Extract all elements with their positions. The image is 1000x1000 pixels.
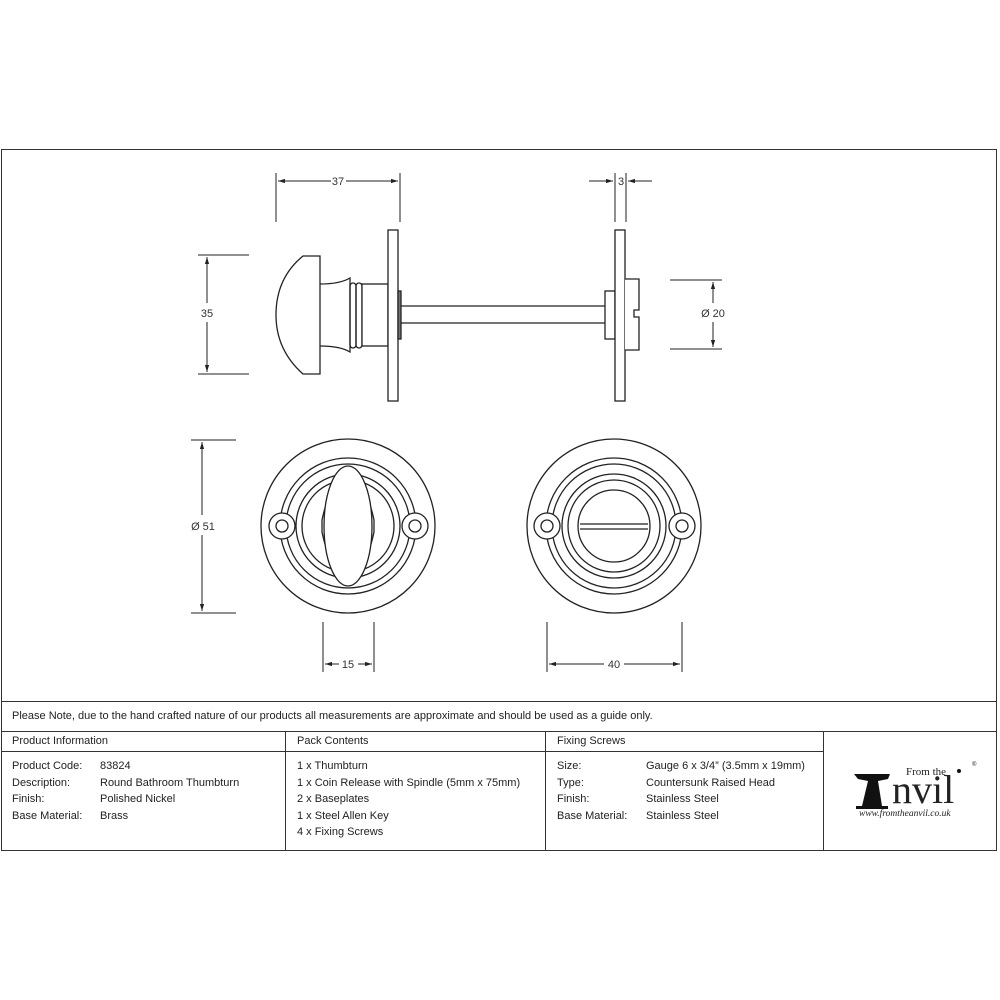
spec-row: Finish: Polished Nickel bbox=[12, 791, 285, 808]
pack-item: 1 x Thumbturn bbox=[297, 760, 368, 772]
front-view-thumbturn: Ø 51 15 bbox=[191, 438, 436, 672]
spec-value: Stainless Steel bbox=[646, 809, 719, 822]
spec-value: Gauge 6 x 3/4” (3.5mm x 19mm) bbox=[646, 760, 805, 772]
spec-value: Countersunk Raised Head bbox=[646, 776, 776, 789]
pack-item: 1 x Coin Release with Spindle (5mm x 75m… bbox=[297, 776, 521, 789]
front-view-coin-release: 40 bbox=[526, 438, 702, 672]
spec-table: Product Information Product Code: 83824 D… bbox=[1, 731, 997, 851]
spec-value: Brass bbox=[100, 809, 129, 822]
dim-overall-length: 37 bbox=[332, 176, 344, 188]
drawing-frame bbox=[1, 149, 997, 851]
spec-label: Description: bbox=[12, 776, 71, 789]
spec-value: Polished Nickel bbox=[100, 793, 176, 806]
spec-label: Type: bbox=[557, 776, 584, 789]
pack-item: 1 x Steel Allen Key bbox=[297, 809, 389, 822]
logo-registered-mark: ® bbox=[972, 762, 977, 768]
spec-label: Base Material: bbox=[557, 809, 628, 822]
product-information-heading: Product Information bbox=[1, 732, 285, 752]
technical-drawing: 37 35 3 Ø bbox=[191, 173, 725, 672]
spec-value: Stainless Steel bbox=[646, 793, 719, 806]
spec-row: Size: Gauge 6 x 3/4” (3.5mm x 19mm) bbox=[557, 758, 823, 775]
spec-label: Product Code: bbox=[12, 760, 83, 772]
fixing-screws-heading: Fixing Screws bbox=[546, 732, 823, 752]
logo-dot bbox=[957, 769, 961, 773]
dim-thumbturn-width: 15 bbox=[342, 659, 354, 671]
spec-value: 83824 bbox=[100, 760, 131, 772]
anvil-icon bbox=[854, 774, 890, 809]
spec-row: Finish: Stainless Steel bbox=[557, 791, 823, 808]
product-information-section: Product Information Product Code: 83824 D… bbox=[1, 732, 285, 851]
spec-label: Finish: bbox=[12, 793, 45, 806]
logo-wordmark: nvil bbox=[892, 767, 955, 812]
measurement-note: Please Note, due to the hand crafted nat… bbox=[1, 701, 997, 731]
logo-section: From the nvil ® www.fromtheanvil.co.uk bbox=[823, 732, 997, 851]
brand-logo: From the nvil ® www.fromtheanvil.co.uk bbox=[852, 760, 977, 822]
spec-label: Size: bbox=[557, 760, 582, 772]
dim-rose-diameter: Ø 51 bbox=[191, 521, 215, 533]
dim-knob-height: 35 bbox=[201, 308, 213, 320]
spec-row: Description: Round Bathroom Thumbturn bbox=[12, 775, 285, 792]
spec-row: Product Code: 83824 bbox=[12, 758, 285, 775]
dim-coin-diameter: Ø 20 bbox=[701, 308, 725, 320]
pack-contents-section: Pack Contents 1 x Thumbturn 1 x Coin Rel… bbox=[285, 732, 545, 851]
side-view: 37 35 3 Ø bbox=[198, 173, 725, 402]
spec-label: Base Material: bbox=[12, 809, 83, 822]
logo-url: www.fromtheanvil.co.uk bbox=[859, 809, 951, 819]
spec-label: Finish: bbox=[557, 793, 590, 806]
spec-value: Round Bathroom Thumbturn bbox=[100, 776, 240, 789]
dim-fixing-centres: 40 bbox=[608, 659, 620, 671]
pack-item: 4 x Fixing Screws bbox=[297, 826, 384, 839]
dim-plate-thickness: 3 bbox=[618, 176, 624, 188]
logo-from-the: From the bbox=[906, 766, 947, 778]
pack-contents-heading: Pack Contents bbox=[286, 732, 545, 752]
spec-row: Base Material: Stainless Steel bbox=[557, 808, 823, 825]
pack-item: 2 x Baseplates bbox=[297, 793, 370, 806]
fixing-screws-section: Fixing Screws Size: Gauge 6 x 3/4” (3.5mm… bbox=[545, 732, 823, 851]
spec-row: Type: Countersunk Raised Head bbox=[557, 775, 823, 792]
spec-row: Base Material: Brass bbox=[12, 808, 285, 825]
